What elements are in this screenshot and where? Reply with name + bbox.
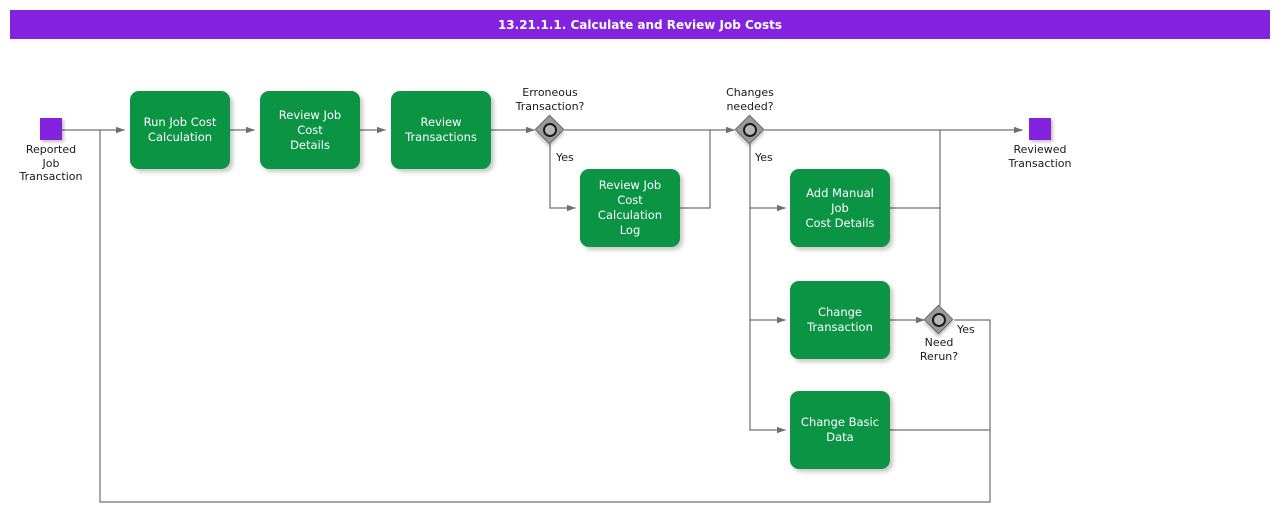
- task-change-transaction[interactable]: Change Transaction: [790, 281, 890, 359]
- flow-loopback-rail: [99, 129, 991, 503]
- task-review-transactions[interactable]: Review Transactions: [391, 91, 491, 169]
- gateway-need-rerun[interactable]: [923, 304, 954, 335]
- flow-label-changes-yes: Yes: [755, 151, 773, 164]
- flow-log-back-to-main: [679, 129, 711, 209]
- start-event-icon: [40, 118, 62, 140]
- task-change-basic-data[interactable]: Change Basic Data: [790, 391, 890, 469]
- gateway-event-ring-icon: [543, 123, 557, 137]
- gateway-label-need-rerun: Need Rerun?: [919, 336, 959, 363]
- gateway-label-erroneous-transaction: Erroneous Transaction?: [515, 86, 585, 113]
- task-review-job-cost-details[interactable]: Review Job Cost Details: [260, 91, 360, 169]
- page-title: 13.21.1.1. Calculate and Review Job Cost…: [497, 17, 783, 32]
- end-event[interactable]: Reviewed Transaction: [980, 118, 1100, 170]
- end-event-label: Reviewed Transaction: [1008, 143, 1072, 170]
- task-add-manual-job-cost-details[interactable]: Add Manual Job Cost Details: [790, 169, 890, 247]
- gateway-changes-needed[interactable]: [734, 114, 765, 145]
- gateway-event-ring-icon: [932, 313, 946, 327]
- flow-rerun-yes-down: [954, 319, 991, 503]
- gateway-erroneous-transaction[interactable]: [534, 114, 565, 145]
- task-review-job-cost-calculation-log[interactable]: Review Job Cost Calculation Log: [580, 169, 680, 247]
- start-event[interactable]: Reported Job Transaction: [0, 118, 111, 184]
- flow-erroneous-yes-to-log: [549, 144, 576, 212]
- end-event-icon: [1029, 118, 1051, 140]
- task-run-job-cost-calculation[interactable]: Run Job Cost Calculation: [130, 91, 230, 169]
- flow-label-erroneous-yes: Yes: [556, 151, 574, 164]
- gateway-label-changes-needed: Changes needed?: [726, 86, 774, 113]
- gateway-event-ring-icon: [743, 123, 757, 137]
- start-event-label: Reported Job Transaction: [19, 143, 83, 183]
- diagram-title-bar: 13.21.1.1. Calculate and Review Job Cost…: [10, 10, 1270, 39]
- flow-label-rerun-yes: Yes: [957, 323, 975, 336]
